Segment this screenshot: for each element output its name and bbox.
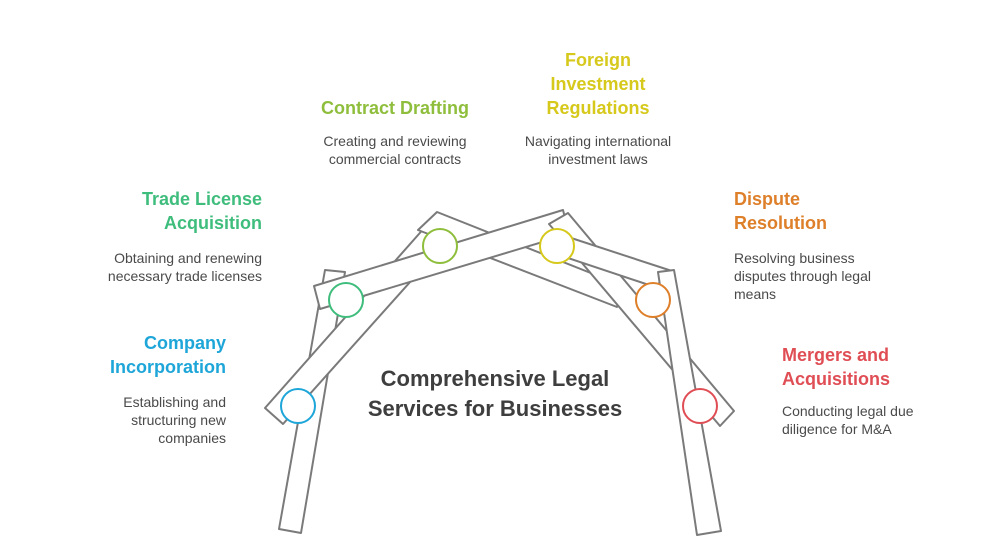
company-title: Company Incorporation (110, 333, 226, 377)
node-foreign (539, 228, 575, 264)
node-mergers (682, 388, 718, 424)
main-title: Comprehensive Legal Services for Busines… (367, 366, 623, 421)
dispute-title: Dispute Resolution (734, 189, 827, 233)
foreign-desc: Navigating international investment laws (524, 133, 672, 167)
node-trade (328, 282, 364, 318)
dispute-desc: Resolving business disputes through lega… (734, 250, 871, 302)
contract-title: Contract Drafting (321, 98, 469, 118)
contract-desc: Creating and reviewing commercial contra… (323, 133, 467, 167)
trade-title: Trade License Acquisition (141, 189, 262, 233)
foreign-title: Foreign Investment Regulations (546, 50, 650, 118)
company-desc: Establishing and structuring new compani… (123, 394, 226, 446)
trade-desc: Obtaining and renewing necessary trade l… (107, 250, 262, 284)
node-company (280, 388, 316, 424)
node-contract (422, 228, 458, 264)
mergers-desc: Conducting legal due diligence for M&A (782, 403, 914, 437)
node-dispute (635, 282, 671, 318)
mergers-title: Mergers and Acquisitions (782, 345, 891, 389)
